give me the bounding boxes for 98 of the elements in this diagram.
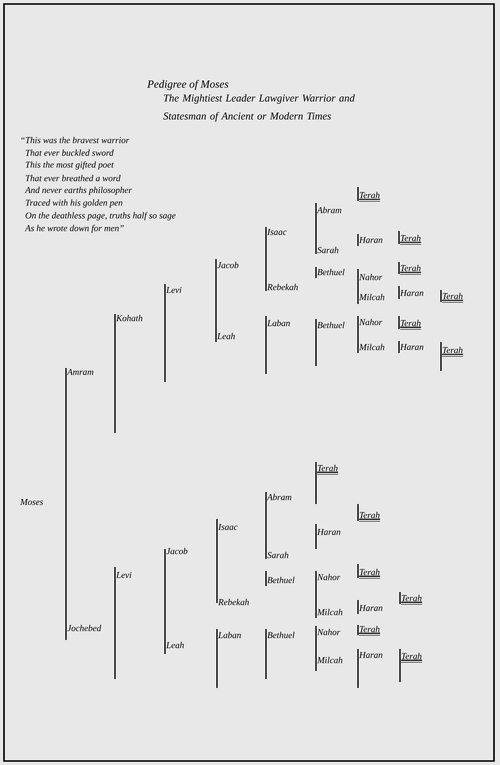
poem-line: That ever breathed a word	[26, 174, 121, 182]
name-label: Haran	[400, 344, 424, 350]
bracket-line	[216, 629, 218, 688]
name-label: Laban	[267, 320, 290, 326]
name-label: Milcah	[317, 656, 342, 664]
underlined-name: Terah	[358, 512, 380, 522]
bracket-line	[399, 649, 401, 682]
name-label: Bethuel	[267, 632, 294, 638]
poem-line: “This was the bravest warrior	[22, 136, 130, 144]
bracket-line	[357, 600, 359, 614]
bracket-line	[315, 462, 317, 504]
name-label: Nahor	[359, 318, 382, 326]
bracket-line	[440, 342, 442, 371]
bracket-line	[215, 259, 217, 342]
name-label: Moses	[20, 499, 43, 505]
name-label: Haran	[359, 237, 382, 243]
bracket-line	[65, 368, 67, 640]
underlined-name: Terah	[442, 292, 464, 303]
bracket-line	[315, 571, 317, 618]
name-label: Milcah	[359, 294, 384, 300]
poem-line: On the deathless page, truths half so sage	[26, 212, 176, 220]
name-label: Haran	[359, 652, 382, 658]
bracket-line	[357, 649, 359, 688]
bracket-line	[164, 549, 166, 654]
name-label: Laban	[218, 632, 241, 638]
bracket-line	[315, 203, 317, 254]
poem-line: That ever buckled sword	[26, 150, 114, 156]
name-label: Levi	[116, 572, 132, 578]
bracket-line	[164, 284, 166, 382]
poem-line: This the most gifted poet	[26, 161, 114, 170]
underlined-name: Terah	[316, 464, 338, 475]
name-label: Sarah	[267, 552, 288, 558]
subtitle: The Mightiest Leader Lawgiver Warrior and Statesman of Ancient or Modern Times	[163, 94, 355, 122]
poem-line: As he wrote down for men”	[24, 224, 124, 234]
bracket-line	[398, 341, 400, 353]
underlined-name: Terah	[400, 320, 422, 330]
name-label: Abram	[316, 206, 342, 214]
name-label: Leah	[217, 332, 235, 340]
name-label: Leah	[166, 642, 184, 648]
bracket-line	[357, 234, 359, 246]
name-label: Haran	[400, 290, 424, 296]
underlined-name: Terah	[400, 652, 422, 663]
bracket-line	[398, 316, 400, 329]
bracket-line	[315, 626, 317, 671]
bracket-line	[398, 262, 400, 274]
name-label: Rebekah	[267, 284, 298, 290]
bracket-line	[440, 290, 442, 302]
bracket-line	[265, 571, 267, 586]
bracket-line	[216, 519, 218, 603]
name-label: Nahor	[317, 628, 340, 636]
name-label: Levi	[166, 286, 182, 294]
bracket-line	[399, 592, 401, 604]
underlined-name: Terah	[400, 264, 422, 275]
name-label: Bethuel	[317, 322, 344, 328]
bracket-line	[357, 269, 359, 304]
name-label: Milcah	[317, 608, 342, 616]
name-label: Rebekah	[218, 598, 249, 606]
bracket-line	[265, 492, 267, 559]
poem-line: Traced with his golden pen	[26, 199, 122, 208]
name-label: Jacob	[166, 548, 188, 554]
bracket-line	[357, 564, 359, 578]
bracket-line	[398, 286, 400, 299]
bracket-line	[265, 629, 267, 679]
name-label: Jochebed	[67, 624, 102, 632]
bracket-line	[357, 504, 359, 521]
bracket-line	[357, 187, 359, 201]
bracket-line	[114, 314, 116, 433]
name-label: Sarah	[317, 246, 338, 254]
name-label: Milcah	[359, 344, 384, 350]
name-label: Amram	[66, 368, 94, 376]
name-label: Jacob	[217, 262, 238, 268]
poem-line: And never earths philosopher	[24, 186, 132, 195]
underlined-name: Terah	[442, 346, 464, 357]
name-label: Abram	[266, 494, 292, 500]
bracket-line	[265, 316, 267, 374]
name-label: Nahor	[317, 574, 340, 580]
name-label: Haran	[359, 605, 382, 611]
name-label: Kohath	[116, 314, 142, 322]
title: Pedigree of Moses	[147, 80, 228, 90]
bracket-line	[357, 625, 359, 635]
bracket-line	[398, 231, 400, 244]
name-label: Haran	[317, 529, 340, 535]
bracket-line	[357, 316, 359, 353]
bracket-line	[315, 524, 317, 549]
bracket-line	[265, 227, 267, 291]
underlined-name: Terah	[358, 626, 380, 636]
name-label: Isaac	[267, 229, 287, 235]
name-label: Bethuel	[267, 576, 294, 584]
name-label: Isaac	[218, 524, 238, 530]
name-label: Nahor	[359, 274, 382, 280]
bracket-line	[114, 567, 116, 679]
bracket-line	[315, 319, 317, 366]
bracket-line	[315, 267, 317, 278]
underlined-name: Terah	[400, 594, 422, 605]
underlined-name: Terah	[358, 192, 380, 202]
name-label: Bethuel	[317, 268, 344, 276]
underlined-name: Terah	[358, 568, 380, 579]
underlined-name: Terah	[400, 234, 422, 245]
